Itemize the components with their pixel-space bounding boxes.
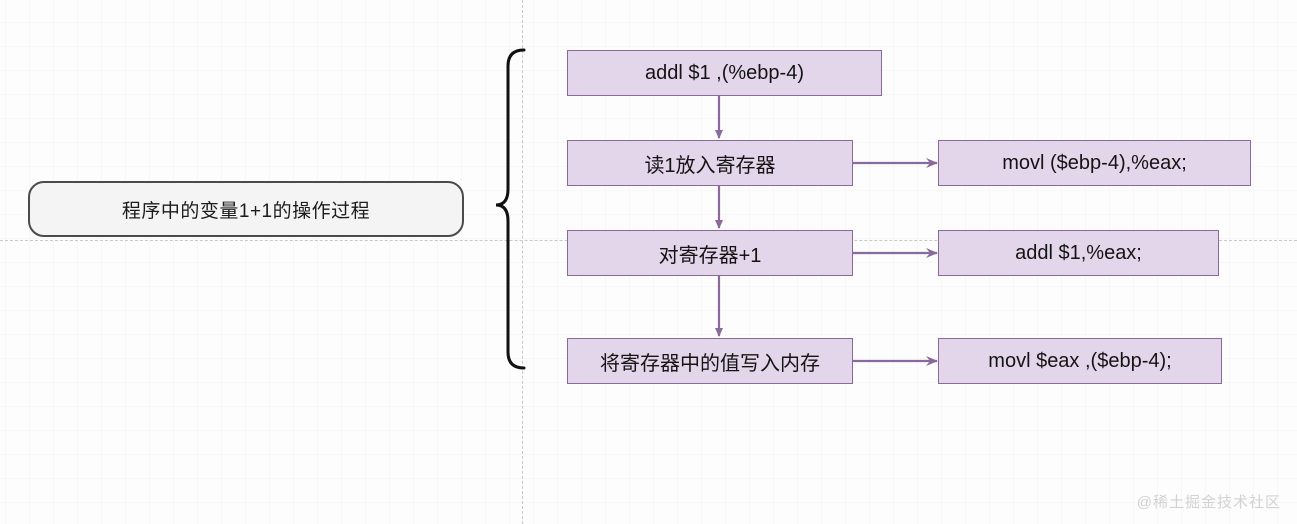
asm-movl-load-label: movl ($ebp-4),%eax; [1002, 151, 1187, 174]
grouping-brace-icon [495, 48, 526, 370]
diagram-title-node[interactable]: 程序中的变量1+1的操作过程 [28, 181, 464, 237]
watermark-label: @稀土掘金技术社区 [1136, 494, 1281, 511]
step-increment-label: 对寄存器+1 [658, 244, 762, 267]
horizontal-connectors [853, 158, 938, 366]
asm-movl-store[interactable]: movl $eax ,($ebp-4); [938, 338, 1222, 384]
asm-movl-load[interactable]: movl ($ebp-4),%eax; [938, 140, 1251, 186]
asm-movl-store-label: movl $eax ,($ebp-4); [988, 349, 1172, 372]
vertical-guide-line [522, 0, 523, 524]
step-addl[interactable]: addl $1 ,(%ebp-4) [567, 50, 882, 96]
step-writeback[interactable]: 将寄存器中的值写入内存 [567, 338, 853, 384]
step-read-label: 读1放入寄存器 [644, 154, 776, 177]
diagram-title-label: 程序中的变量1+1的操作过程 [121, 200, 371, 222]
grouping-brace-path [495, 48, 526, 370]
step-increment[interactable]: 对寄存器+1 [567, 230, 853, 276]
asm-addl[interactable]: addl $1,%eax; [938, 230, 1219, 276]
step-read[interactable]: 读1放入寄存器 [567, 140, 853, 186]
asm-addl-label: addl $1,%eax; [1015, 241, 1142, 264]
step-addl-label: addl $1 ,(%ebp-4) [645, 61, 804, 84]
step-writeback-label: 将寄存器中的值写入内存 [600, 352, 820, 375]
